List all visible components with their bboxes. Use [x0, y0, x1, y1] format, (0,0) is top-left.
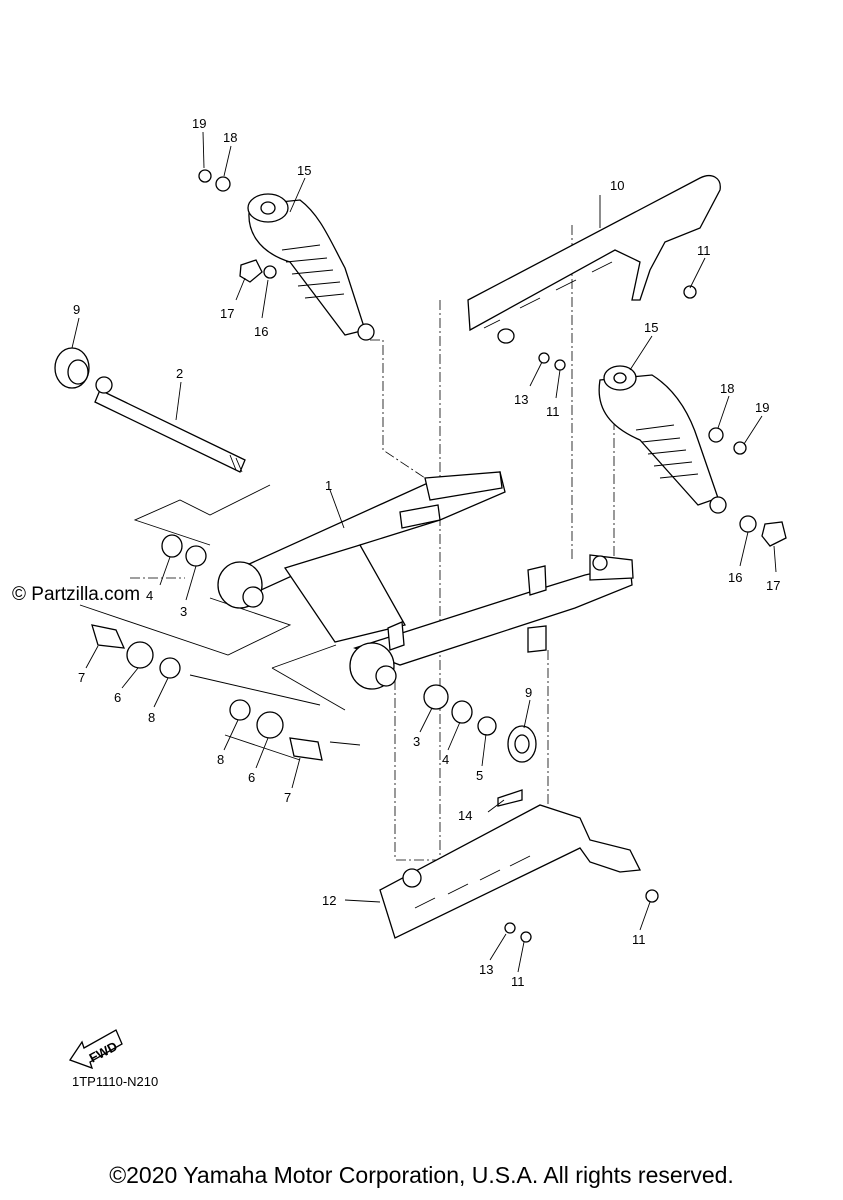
callout-15-upper-left: 15 — [297, 163, 311, 178]
pivot-small-parts-right — [423, 684, 537, 807]
callout-6-left: 6 — [114, 690, 121, 705]
fwd-label: FWD — [87, 1038, 120, 1065]
callout-11-mid: 11 — [546, 404, 560, 419]
callout-18-right: 18 — [720, 381, 734, 396]
callout-7-mid: 7 — [284, 790, 291, 805]
chain-guard-upper — [467, 175, 721, 371]
callout-8-mid: 8 — [217, 752, 224, 767]
callout-17-upper-left: 17 — [220, 306, 234, 321]
pivot-shaft — [94, 376, 246, 473]
callout-2: 2 — [176, 366, 183, 381]
callout-11-lower-right: 11 — [632, 932, 646, 947]
callout-3-right: 3 — [413, 734, 420, 749]
callout-18-upper-left: 18 — [223, 130, 237, 145]
callout-15-right: 15 — [644, 320, 658, 335]
axle-bracket-lines — [79, 484, 361, 761]
callout-17-right: 17 — [766, 578, 780, 593]
callout-11-lower: 11 — [511, 974, 525, 989]
fwd-arrow-icon: FWD — [69, 1029, 123, 1070]
swingarm — [217, 471, 634, 690]
callout-13-lower: 13 — [479, 962, 493, 977]
copyright-notice: ©2020 Yamaha Motor Corporation, U.S.A. A… — [109, 1162, 734, 1188]
callout-13-upper: 13 — [514, 392, 528, 407]
pivot-small-parts-left — [91, 534, 323, 761]
callout-19-upper-left: 19 — [192, 116, 206, 131]
callout-4-right: 4 — [442, 752, 449, 767]
callout-19-right: 19 — [755, 400, 769, 415]
callout-14: 14 — [458, 808, 472, 823]
callout-labels: 19 18 15 17 16 10 11 9 2 13 11 15 18 19 … — [73, 116, 780, 989]
callout-16-upper-left: 16 — [254, 324, 268, 339]
callout-10: 10 — [610, 178, 624, 193]
leader-lines — [71, 131, 777, 973]
callout-3-left: 3 — [180, 604, 187, 619]
callout-1: 1 — [325, 478, 332, 493]
callout-6-mid: 6 — [248, 770, 255, 785]
diagram-code: 1TP1110-N210 — [72, 1074, 158, 1089]
shock-absorber-right — [598, 365, 787, 547]
chain-guard-lower — [379, 804, 659, 943]
callout-8-left: 8 — [148, 710, 155, 725]
partzilla-watermark: © Partzilla.com — [12, 584, 140, 605]
callout-5: 5 — [476, 768, 483, 783]
callout-9-lower: 9 — [525, 685, 532, 700]
dust-cap-upper — [54, 347, 90, 389]
callout-12: 12 — [322, 893, 336, 908]
shock-absorber-left — [198, 169, 375, 341]
callout-9-upper: 9 — [73, 302, 80, 317]
callout-11-upper: 11 — [697, 243, 711, 258]
callout-7-left: 7 — [78, 670, 85, 685]
callout-16-right: 16 — [728, 570, 742, 585]
callout-4-left: 4 — [146, 588, 153, 603]
